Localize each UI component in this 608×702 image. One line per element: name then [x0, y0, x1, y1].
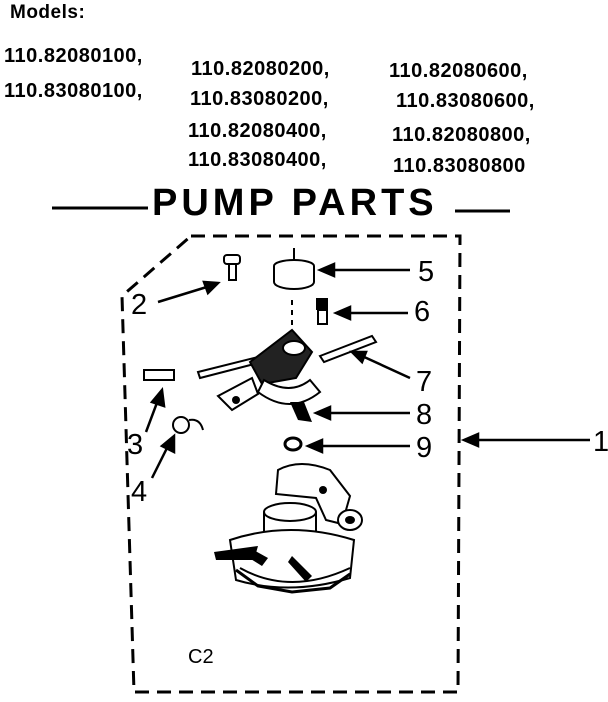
clip-part: [172, 416, 204, 434]
model-number: 110.82080200,: [191, 58, 330, 80]
diagram-title: PUMP PARTS: [152, 182, 438, 224]
callout-8: 8: [416, 399, 433, 431]
callout-4: 4: [131, 476, 148, 508]
model-number: 110.82080400,: [188, 120, 327, 142]
callout-2: 2: [131, 289, 148, 321]
diagram-code: C2: [188, 646, 214, 668]
screw-part: [223, 254, 241, 281]
callout-6: 6: [414, 296, 431, 328]
pin-part: [143, 369, 175, 381]
callout-5: 5: [418, 256, 435, 288]
model-number: 110.83080800: [393, 155, 526, 177]
model-number: 110.83080100,: [4, 80, 143, 102]
model-number: 110.82080100,: [4, 45, 143, 67]
callout-7: 7: [416, 366, 433, 398]
callout-leaders: [144, 262, 590, 479]
pump-housing: [214, 463, 363, 594]
cap-part: [273, 248, 315, 290]
callout-3: 3: [127, 429, 144, 461]
assembly-outline: [120, 234, 462, 694]
model-number: 110.82080600,: [389, 60, 528, 82]
model-number: 110.83080600,: [396, 90, 535, 112]
model-number: 110.83080400,: [188, 149, 327, 171]
callout-1: 1: [593, 426, 608, 458]
washer-part: [283, 436, 303, 452]
models-label: Models:: [10, 2, 86, 23]
lever-assembly: [196, 328, 378, 422]
bushing-part: [316, 298, 328, 325]
callout-9: 9: [416, 432, 433, 464]
model-number: 110.83080200,: [190, 88, 329, 110]
model-number: 110.82080800,: [392, 124, 531, 146]
